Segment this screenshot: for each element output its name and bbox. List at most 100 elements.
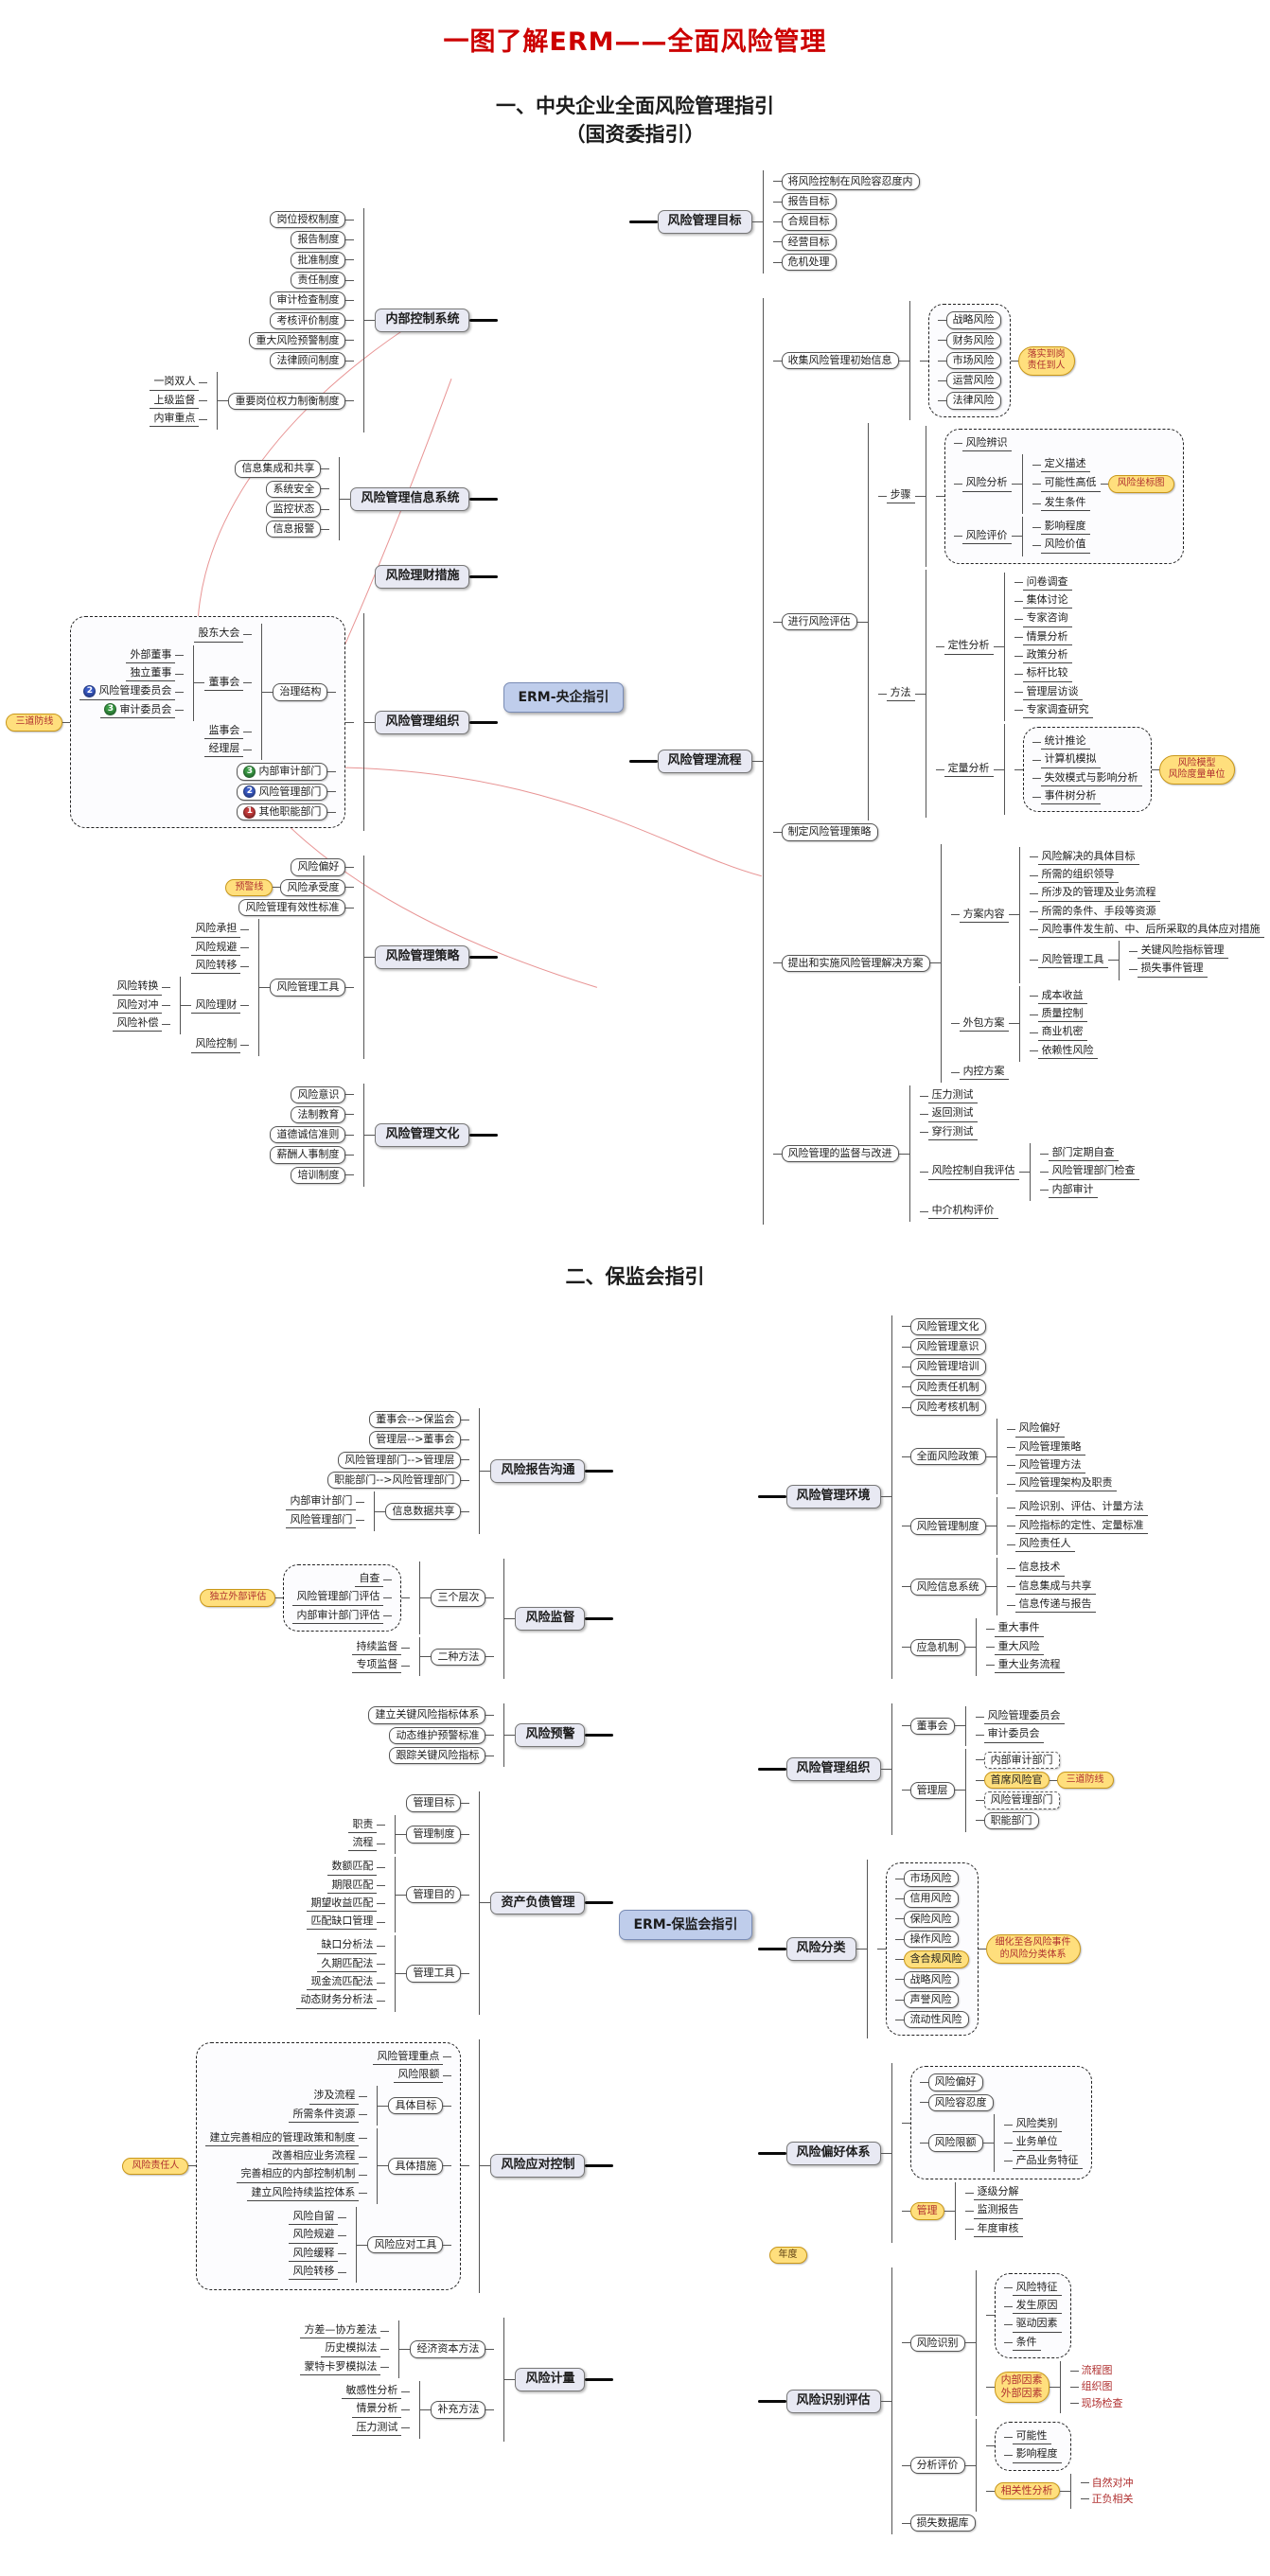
mindmap-node[interactable]: 三个层次 — [431, 1589, 486, 1607]
mindmap-node[interactable]: 风险考核机制 — [909, 1398, 986, 1417]
mindmap-node[interactable]: 将风险控制在风险容忍度内 — [781, 172, 920, 191]
mindmap-node[interactable]: 管理层-->董事会 — [369, 1431, 462, 1449]
mindmap-node[interactable]: 风险管理架构及职责 — [1014, 1476, 1117, 1492]
mindmap-node[interactable]: 专家咨询 — [1022, 611, 1072, 627]
callout-bubble[interactable]: 三道防线 — [6, 714, 63, 732]
mindmap-node[interactable]: 重大事件 — [994, 1621, 1044, 1637]
callout-bubble[interactable]: 年度 — [768, 2246, 807, 2265]
mindmap-node[interactable]: 声誉风险 — [903, 1990, 959, 2009]
mindmap-node[interactable]: 所需条件资源 — [289, 2108, 360, 2123]
mindmap-node[interactable]: 定义描述 — [1040, 457, 1090, 473]
mindmap-node[interactable]: 改善相应业务流程 — [268, 2149, 360, 2165]
mindmap-node[interactable]: 风险管理工具 — [1037, 953, 1108, 969]
mindmap-node[interactable]: 风险事件发生前、中、后所采取的具体应对措施 — [1037, 923, 1264, 939]
mindmap-node[interactable]: 管理目的 — [406, 1886, 462, 1904]
mindmap-node[interactable]: 所需的组织领导 — [1037, 868, 1119, 884]
mindmap-node[interactable]: 损失数据库 — [909, 2514, 976, 2532]
mindmap-node[interactable]: 职能部门-->风险管理部门 — [327, 1472, 462, 1490]
mindmap-node[interactable]: 经营目标 — [781, 233, 837, 251]
mindmap-node[interactable]: 流程图 — [1081, 2364, 1113, 2377]
mindmap-node[interactable]: 情景分析 — [1022, 630, 1072, 645]
mindmap-node[interactable]: 风险类别 — [1012, 2117, 1062, 2133]
mindmap-node[interactable]: 信息集成与共享 — [1014, 1579, 1096, 1595]
mindmap-node[interactable]: 市场风险 — [903, 1870, 959, 1888]
mindmap-node[interactable]: 监控状态 — [266, 500, 322, 519]
mindmap-node[interactable]: 正负相关 — [1091, 2492, 1134, 2505]
branch-topic[interactable]: 风险管理目标 — [657, 210, 752, 234]
mindmap-node[interactable]: 期限匹配 — [327, 1879, 378, 1894]
mindmap-node[interactable]: 可能性高低 — [1040, 476, 1101, 492]
mindmap-node[interactable]: 具体目标 — [388, 2096, 444, 2115]
mindmap-node[interactable]: 问卷调查 — [1022, 575, 1072, 591]
mindmap-node[interactable]: 风险承受度 — [280, 878, 346, 897]
mindmap-node[interactable]: 董事会 — [204, 676, 244, 691]
mindmap-node[interactable]: 定量分析 — [944, 762, 994, 778]
mindmap-node[interactable]: 审计检查制度 — [270, 291, 346, 309]
mindmap-node[interactable]: 报告制度 — [291, 231, 346, 249]
mindmap-node[interactable]: 危机处理 — [781, 253, 837, 272]
mindmap-node[interactable]: 薪酬人事制度 — [270, 1146, 346, 1164]
mindmap-node[interactable]: 集体讨论 — [1022, 593, 1072, 609]
mindmap-node[interactable]: 期望收益匹配 — [307, 1897, 378, 1913]
branch-topic[interactable]: 风险管理信息系统 — [350, 486, 470, 511]
mindmap-node[interactable]: 责任制度 — [291, 271, 346, 290]
mindmap-node[interactable]: 跟踪关键风险指标 — [389, 1747, 486, 1765]
mindmap-node[interactable]: 步骤 — [886, 488, 915, 504]
callout-bubble[interactable]: 预警线 — [225, 878, 273, 897]
mindmap-node[interactable]: 补充方法 — [431, 2401, 486, 2419]
mindmap-node[interactable]: 风险管理部门 — [983, 1791, 1060, 1809]
mindmap-node[interactable]: 风险转换 — [113, 979, 163, 996]
mindmap-node[interactable]: 应急机制 — [909, 1638, 965, 1656]
mindmap-node[interactable]: 风险缓释 — [289, 2247, 339, 2262]
mindmap-node[interactable]: 久期匹配法 — [317, 1957, 378, 1973]
mindmap-node[interactable]: 法律顾问制度 — [270, 352, 346, 370]
mindmap-node[interactable]: 内审重点 — [150, 412, 200, 428]
mindmap-node[interactable]: 风险规避 — [289, 2228, 339, 2244]
mindmap-node[interactable]: 股东大会 — [194, 626, 244, 643]
mindmap-node[interactable]: 重要岗位权力制衡制度 — [228, 392, 346, 410]
branch-topic[interactable]: 风险计量 — [515, 2368, 586, 2391]
mindmap-node[interactable]: 信息集成和共享 — [235, 460, 322, 478]
mindmap-node[interactable]: 风险偏好 — [927, 2073, 983, 2091]
mindmap-node[interactable]: 匹配缺口管理 — [307, 1914, 378, 1931]
mindmap-node[interactable]: 中介机构评价 — [927, 1204, 998, 1220]
mindmap-node[interactable]: 风险管理委员会 — [983, 1709, 1065, 1725]
mindmap-node[interactable]: 风险价值 — [1040, 538, 1090, 554]
mindmap-node[interactable]: 风险自留 — [289, 2210, 339, 2226]
mindmap-node[interactable]: 职责 — [348, 1818, 378, 1833]
mindmap-node[interactable]: 重大业务流程 — [994, 1658, 1065, 1674]
mindmap-node[interactable]: 风险偏好 — [1014, 1421, 1065, 1438]
mindmap-node[interactable]: 运营风险 — [945, 372, 1001, 390]
mindmap-node[interactable]: 风险限额 — [394, 2068, 444, 2084]
mindmap-node[interactable]: 风险管理重点 — [373, 2050, 444, 2065]
callout-bubble[interactable]: 风险坐标图 — [1107, 475, 1174, 493]
mindmap-node[interactable]: 进行风险评估 — [781, 612, 857, 631]
mindmap-node[interactable]: 风险辨识 — [961, 436, 1012, 452]
mindmap-node[interactable]: 合规目标 — [781, 213, 837, 231]
mindmap-node[interactable]: 成本收益 — [1037, 989, 1087, 1004]
mindmap-node[interactable]: 内控方案 — [959, 1065, 1009, 1081]
mindmap-node[interactable]: 事件树分析 — [1040, 789, 1101, 805]
mindmap-node[interactable]: 部门定期自查 — [1048, 1146, 1119, 1162]
mindmap-node[interactable]: 损失事件管理 — [1137, 962, 1208, 978]
mindmap-node[interactable]: 现场检查 — [1081, 2396, 1123, 2409]
branch-topic[interactable]: 资产负债管理 — [490, 1891, 586, 1915]
mindmap-node[interactable]: 风险管理培训 — [909, 1358, 986, 1376]
branch-topic[interactable]: 风险理财措施 — [375, 565, 470, 590]
mindmap-node[interactable]: 统计推论 — [1040, 734, 1090, 750]
mindmap-node[interactable]: 操作风险 — [903, 1930, 959, 1949]
mindmap-node[interactable]: 风险管理方法 — [1014, 1458, 1085, 1474]
mindmap-node[interactable]: 风险责任人 — [1014, 1537, 1075, 1553]
mindmap-node[interactable]: 数额匹配 — [327, 1860, 378, 1876]
mindmap-node[interactable]: 内部审计 — [1048, 1183, 1098, 1198]
mindmap-node[interactable]: 职能部门 — [983, 1811, 1039, 1830]
mindmap-node[interactable]: 自查 — [355, 1572, 384, 1588]
branch-topic[interactable]: 风险管理组织 — [785, 1757, 881, 1782]
callout-bubble[interactable]: 细化至各风险事件 的风险分类体系 — [985, 1934, 1081, 1965]
mindmap-node[interactable]: 缺口分析法 — [317, 1938, 378, 1954]
branch-topic[interactable]: 风险管理环境 — [785, 1485, 881, 1509]
mindmap-node[interactable]: 外包方案 — [959, 1016, 1009, 1032]
mindmap-node[interactable]: 风险转移 — [191, 959, 241, 975]
